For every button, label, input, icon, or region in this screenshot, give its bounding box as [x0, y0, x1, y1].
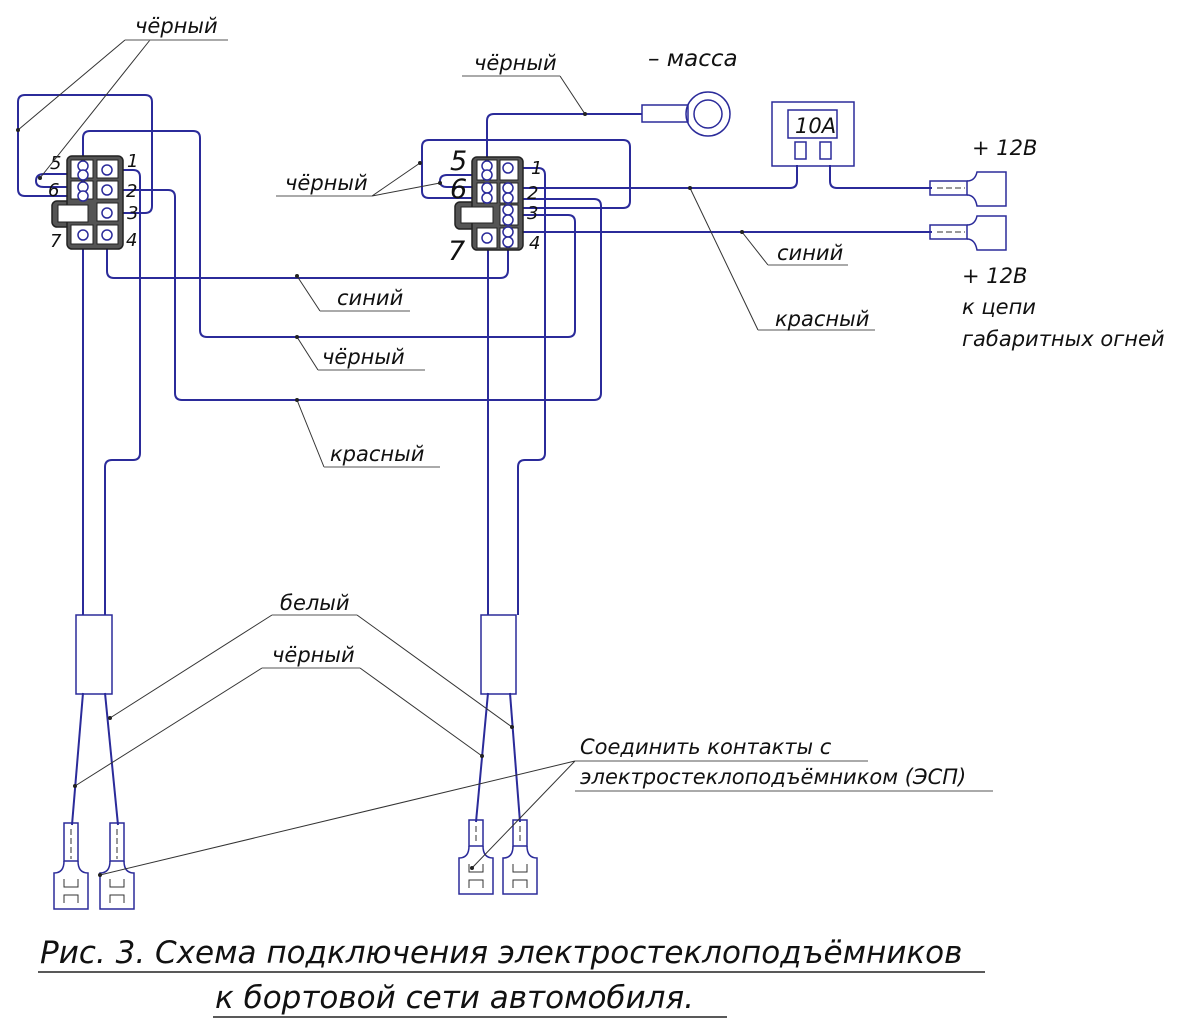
leader-lines: [16, 39, 993, 877]
label-black-ground: чёрный: [474, 51, 557, 75]
caption-line2: к бортовой сети автомобиля.: [215, 980, 694, 1016]
pin-label-6: 6: [450, 174, 467, 205]
pin-label-4: 4: [529, 233, 540, 254]
wire-left-lead-b: [104, 692, 119, 826]
left-connector: 5 6 7 1 2 3 4: [48, 151, 138, 252]
label-black-mid: чёрный: [322, 345, 405, 369]
wire-black-mid: [82, 130, 576, 338]
wire-right-outer-loop-black: [421, 139, 631, 209]
label-black-bottom: чёрный: [272, 643, 355, 667]
pin-label-1: 1: [127, 151, 138, 172]
terminal-plus12: [929, 171, 1007, 207]
label-black-right-loop: чёрный: [285, 171, 368, 195]
pin-label-3: 3: [127, 203, 138, 224]
wire-red-mid: [107, 189, 602, 401]
pin-label-5: 5: [50, 153, 61, 174]
wire-red-fuse: [510, 165, 798, 189]
label-plus12-top: + 12В: [972, 136, 1037, 160]
bottom-terminals: [53, 819, 538, 910]
pin-label-5: 5: [450, 146, 467, 177]
wire-left-small-loop: [34, 173, 80, 188]
pin-label-7: 7: [50, 231, 62, 252]
terminal-marker-lights: [929, 215, 1007, 251]
wire-blue-mid: [106, 235, 509, 279]
label-connect-line2: электростеклоподъёмником (ЭСП): [580, 765, 966, 789]
pin-label-7: 7: [448, 236, 465, 267]
spade-terminal: [99, 822, 135, 910]
pin-label-6: 6: [48, 180, 59, 201]
pin-label-3: 3: [527, 203, 538, 224]
label-marker-lights: габаритных огней: [962, 327, 1165, 351]
pin-label-2: 2: [126, 181, 137, 202]
left-sleeve: [75, 614, 113, 695]
label-blue-right: синий: [777, 241, 843, 265]
wire-right-pin1: [510, 167, 546, 615]
spade-terminal: [458, 819, 494, 895]
label-red-right: красный: [775, 307, 869, 331]
wire-ground-black: [486, 113, 642, 165]
label-plus12-bottom: + 12В: [962, 264, 1027, 288]
label-to-circuit: к цепи: [962, 295, 1036, 319]
label-white-bottom: белый: [280, 591, 350, 615]
figure-caption: Рис. 3. Схема подключения электростеклоп…: [38, 935, 985, 1018]
wire-left-lead-a: [71, 692, 84, 826]
pin-label-2: 2: [527, 183, 538, 204]
wire-left-outer-loop-black: [17, 94, 153, 214]
label-blue-mid: синий: [337, 286, 403, 310]
label-ground: – масса: [648, 46, 738, 72]
fuse-10a: 10А: [771, 101, 855, 167]
label-connect-line1: Соединить контакты с: [580, 735, 832, 759]
label-red-mid: красный: [330, 442, 424, 466]
pin-label-1: 1: [531, 158, 542, 179]
ground-ring-terminal: [641, 91, 731, 137]
fuse-rating: 10А: [795, 114, 836, 138]
caption-line1: Рис. 3. Схема подключения электростеклоп…: [40, 935, 962, 971]
label-black-top-left: чёрный: [135, 14, 218, 38]
spade-terminal: [502, 819, 538, 895]
wire-right-lead-b: [509, 692, 521, 823]
right-connector: 5 6 7 1 2 3 4: [448, 146, 542, 267]
pin-label-4: 4: [126, 230, 137, 251]
wire-fuse-out: [829, 165, 932, 189]
labels: чёрный чёрный – масса чёрный + 12В синий…: [135, 14, 1165, 789]
spade-terminal: [53, 822, 89, 910]
right-sleeve: [480, 614, 517, 695]
wire-left-pin1: [104, 169, 141, 615]
